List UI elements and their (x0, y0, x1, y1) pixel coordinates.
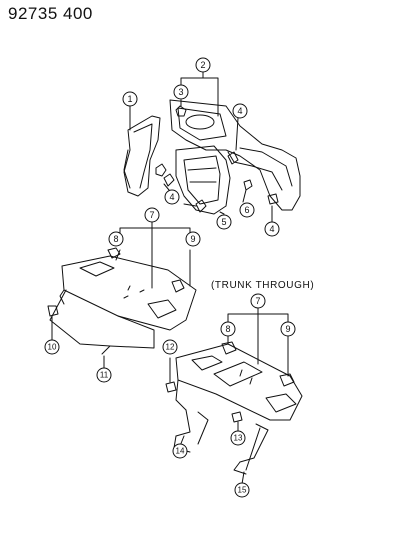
callout-leaders-left (51, 315, 105, 369)
callout-10-circle (44, 339, 60, 355)
callout-12-label: 12 (166, 343, 175, 352)
callout-9a-label: 9 (190, 234, 195, 244)
callout-7a-label: 7 (149, 210, 154, 220)
callout-11-label: 11 (100, 371, 109, 380)
part-2-quarter-trim (169, 99, 301, 211)
callout-3-circle (173, 84, 189, 100)
callout-11-circle (96, 367, 112, 383)
callout-9b-circle (280, 321, 296, 337)
callout-3-label: 3 (178, 87, 183, 97)
part-1-side-trim (123, 115, 161, 197)
callout-12-circle (162, 339, 178, 355)
trunk-through-caption: (TRUNK THROUGH) (211, 280, 315, 291)
callout-9a-circle (185, 231, 201, 247)
callout-15-circle (234, 482, 250, 498)
callout-7a-circle (144, 207, 160, 223)
callout-leaders-right (169, 307, 289, 485)
callout-8a-label: 8 (113, 234, 118, 244)
grommets-left (47, 247, 185, 317)
callout-5-label: 5 (221, 217, 226, 227)
callout-1-circle (122, 91, 138, 107)
clips-upper (155, 105, 279, 213)
callout-4a-circle (232, 103, 248, 119)
callout-6-circle (239, 202, 255, 218)
callout-8b-label: 8 (225, 324, 230, 334)
callout-15-label: 15 (238, 486, 247, 495)
callout-6-label: 6 (244, 205, 249, 215)
callout-10-label: 10 (48, 343, 57, 352)
trunk-through-shelf (173, 343, 303, 475)
grommets-right (165, 341, 295, 423)
callout-4c-label: 4 (269, 224, 274, 234)
callout-14-label: 14 (176, 447, 185, 456)
callout-7b-circle (250, 293, 266, 309)
diagram-code: 92735 400 (8, 4, 93, 23)
callout-4b-label: 4 (169, 192, 174, 202)
callout-8b-circle (220, 321, 236, 337)
callout-2-circle (195, 57, 211, 73)
callout-9b-label: 9 (285, 324, 290, 334)
part-5-lower-trim (175, 145, 231, 215)
callout-4b-circle (164, 189, 180, 205)
callout-13-circle (230, 430, 246, 446)
callout-4c-circle (264, 221, 280, 237)
callout-8a-circle (108, 231, 124, 247)
callout-5-circle (216, 214, 232, 230)
part-11-rear-shelf (49, 255, 197, 355)
callout-13-label: 13 (234, 434, 243, 443)
callout-1-label: 1 (127, 94, 132, 104)
callout-7b-label: 7 (255, 296, 260, 306)
callout-14-circle (172, 443, 188, 459)
callout-4a-label: 4 (237, 106, 242, 116)
callout-2-label: 2 (200, 60, 205, 70)
